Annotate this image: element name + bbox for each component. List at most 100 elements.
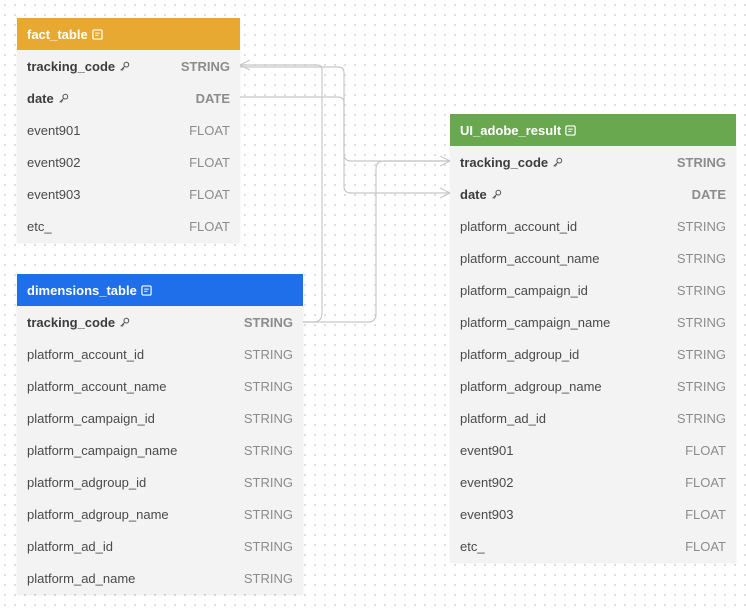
column-type: STRING — [243, 346, 293, 362]
column-row[interactable]: event903 FLOAT — [17, 178, 240, 210]
column-name: event901 — [27, 122, 81, 138]
column-name: platform_campaign_id — [27, 410, 155, 426]
column-type: FLOAT — [685, 474, 726, 490]
column-row[interactable]: platform_account_id STRING — [450, 210, 736, 242]
column-row[interactable]: platform_account_id STRING — [17, 338, 303, 370]
column-name-wrap: tracking_code — [27, 59, 130, 74]
column-row[interactable]: date DATE — [17, 82, 240, 114]
column-type: STRING — [243, 442, 293, 458]
column-name: platform_account_name — [460, 250, 600, 266]
table-title: dimensions_table — [27, 282, 137, 298]
column-type: STRING — [676, 154, 726, 170]
column-type: STRING — [676, 282, 726, 298]
column-type: STRING — [676, 250, 726, 266]
column-name: tracking_code — [27, 58, 116, 74]
column-name: platform_campaign_name — [460, 314, 611, 330]
column-name: event903 — [27, 186, 81, 202]
column-row[interactable]: tracking_code STRING — [450, 146, 736, 178]
note-icon — [92, 28, 103, 40]
column-row[interactable]: platform_ad_name STRING — [17, 562, 303, 594]
column-type: STRING — [676, 346, 726, 362]
column-name-wrap: platform_campaign_id — [460, 283, 588, 298]
column-name: platform_adgroup_name — [460, 378, 602, 394]
table-header[interactable]: fact_table — [17, 18, 240, 50]
column-name-wrap: platform_account_name — [27, 379, 166, 394]
column-name: platform_account_id — [27, 346, 145, 362]
column-name: platform_ad_id — [460, 410, 546, 426]
column-type: FLOAT — [189, 218, 230, 234]
column-type: STRING — [676, 218, 726, 234]
column-type: FLOAT — [189, 186, 230, 202]
table-header[interactable]: dimensions_table — [17, 274, 303, 306]
column-name: etc_ — [460, 538, 485, 554]
column-row[interactable]: platform_campaign_name STRING — [17, 434, 303, 466]
column-name-wrap: etc_ — [460, 539, 485, 554]
column-name-wrap: date — [460, 187, 502, 202]
column-name-wrap: event901 — [27, 123, 81, 138]
column-name: platform_campaign_id — [460, 282, 588, 298]
table-title: fact_table — [27, 26, 88, 42]
relationship-line-fact-date — [240, 96, 450, 194]
column-row[interactable]: tracking_code STRING — [17, 50, 240, 82]
column-name-wrap: platform_adgroup_name — [460, 379, 602, 394]
column-row[interactable]: platform_campaign_id STRING — [450, 274, 736, 306]
column-row[interactable]: event902 FLOAT — [450, 466, 736, 498]
crowsfoot-fact-tracking — [239, 59, 251, 71]
column-name: event902 — [460, 474, 514, 490]
column-name-wrap: date — [27, 91, 69, 106]
column-type: STRING — [180, 58, 230, 74]
column-name-wrap: platform_account_name — [460, 251, 599, 266]
column-row[interactable]: platform_adgroup_name STRING — [450, 370, 736, 402]
key-icon — [492, 189, 501, 199]
relationship-line-dimensions-tracking — [303, 160, 450, 323]
column-type: STRING — [243, 474, 293, 490]
column-row[interactable]: etc_FLOAT — [17, 210, 240, 242]
column-type: STRING — [243, 506, 293, 522]
column-name: tracking_code — [27, 314, 116, 330]
column-name-wrap: platform_ad_name — [27, 571, 135, 586]
table-header[interactable]: UI_adobe_result — [450, 114, 736, 146]
column-row[interactable]: date DATE — [450, 178, 736, 210]
column-name-wrap: platform_campaign_name — [460, 315, 610, 330]
column-name-wrap: event902 — [460, 475, 514, 490]
column-type: STRING — [243, 570, 293, 586]
table-fact[interactable]: fact_table tracking_code STRING date DATE ev… — [17, 18, 240, 242]
key-icon — [120, 317, 130, 327]
column-type: DATE — [195, 90, 230, 106]
column-name: date — [27, 90, 54, 106]
key-icon — [553, 157, 563, 167]
column-row[interactable]: platform_account_name STRING — [450, 242, 736, 274]
table-title: UI_adobe_result — [460, 122, 562, 138]
column-row[interactable]: platform_ad_id STRING — [17, 530, 303, 562]
column-name-wrap: platform_campaign_name — [27, 443, 177, 458]
column-name: platform_ad_name — [27, 570, 136, 586]
column-name-wrap: platform_ad_id — [27, 539, 113, 554]
column-name: platform_account_id — [460, 218, 578, 234]
column-name-wrap: platform_account_id — [27, 347, 144, 362]
column-type: DATE — [691, 186, 726, 202]
column-row[interactable]: platform_ad_id STRING — [450, 402, 736, 434]
column-name-wrap: tracking_code — [460, 155, 563, 170]
column-row[interactable]: etc_FLOAT — [450, 530, 736, 562]
column-name-wrap: event901 — [460, 443, 514, 458]
note-icon — [565, 124, 576, 136]
column-type: STRING — [243, 538, 293, 554]
column-name: date — [460, 186, 487, 202]
column-type: STRING — [676, 410, 726, 426]
crowsfoot-result-tracking — [439, 155, 451, 167]
column-type: STRING — [676, 378, 726, 394]
